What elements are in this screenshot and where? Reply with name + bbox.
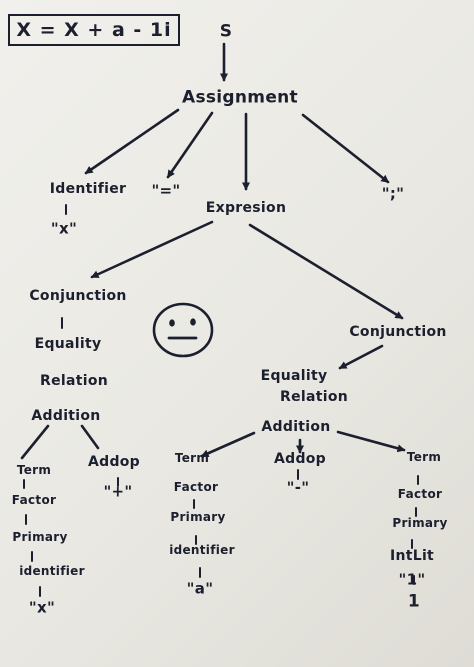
edge-left-addition-addop bbox=[80, 424, 100, 450]
right-primary-a: Primary bbox=[170, 510, 226, 524]
left-equality: Equality bbox=[34, 336, 102, 352]
left-addition: Addition bbox=[31, 408, 101, 424]
left-addop-value: "+" bbox=[103, 482, 133, 501]
node-assignment: Assignment bbox=[182, 87, 298, 108]
left-identifier: identifier bbox=[19, 564, 85, 578]
right-identifier-a: identifier bbox=[169, 543, 235, 557]
left-addop: Addop bbox=[87, 454, 141, 470]
right-equality: Equality bbox=[260, 368, 328, 384]
start-symbol: S bbox=[219, 21, 233, 42]
right-term-a: Term bbox=[174, 451, 210, 465]
left-term: Term bbox=[16, 463, 52, 477]
right-addition: Addition bbox=[261, 419, 331, 435]
edge-conjunction-equality-right bbox=[338, 344, 384, 370]
left-factor: Factor bbox=[11, 493, 57, 507]
left-primary: Primary bbox=[12, 530, 68, 544]
right-intlit: IntLit bbox=[389, 548, 435, 564]
edge-assignment-equals bbox=[166, 111, 214, 179]
right-primary-b: Primary bbox=[392, 516, 448, 530]
right-intlit-value: "1" bbox=[398, 570, 426, 589]
node-expression: Expresion bbox=[205, 200, 287, 216]
right-term-b: Term bbox=[406, 450, 442, 464]
neutral-face-icon bbox=[152, 302, 214, 358]
edge-expression-left-conjunction bbox=[90, 220, 214, 279]
edge-assignment-identifier bbox=[84, 108, 180, 175]
literal-semicolon: ";" bbox=[381, 184, 405, 203]
formula-text: X = X + a - 1i bbox=[16, 19, 172, 41]
right-identifier-value: "a" bbox=[186, 579, 214, 598]
right-factor-a: Factor bbox=[173, 480, 219, 494]
literal-x: "x" bbox=[50, 219, 78, 238]
right-addop: Addop bbox=[273, 451, 327, 467]
edge-addition-term-b bbox=[336, 430, 406, 453]
edge-left-addition-term bbox=[20, 424, 50, 460]
literal-equals: "=" bbox=[151, 181, 181, 200]
edge-addition-term-a bbox=[200, 431, 256, 458]
left-identifier-value: "x" bbox=[28, 598, 56, 617]
right-conjunction: Conjunction bbox=[349, 324, 447, 340]
right-factor-b: Factor bbox=[397, 487, 443, 501]
right-intlit-digit: 1 bbox=[407, 591, 421, 612]
left-relation: Relation bbox=[40, 373, 108, 389]
edge-assignment-semicolon bbox=[301, 113, 390, 184]
left-conjunction: Conjunction bbox=[29, 288, 127, 304]
formula-box: X = X + a - 1i bbox=[8, 14, 180, 46]
node-identifier: Identifier bbox=[49, 181, 127, 197]
right-relation: Relation bbox=[280, 389, 348, 405]
right-addop-value: "-" bbox=[286, 478, 310, 497]
edge-expression-right-conjunction bbox=[248, 223, 404, 320]
